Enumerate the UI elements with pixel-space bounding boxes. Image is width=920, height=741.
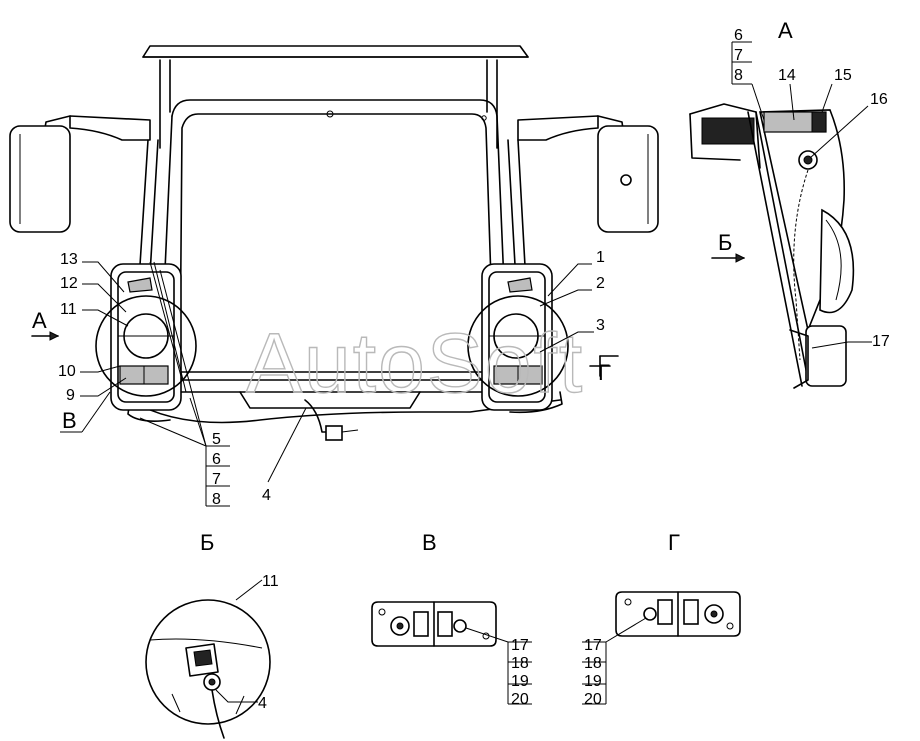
label-v-20: 20 (511, 691, 529, 708)
view-v-detail: В 17 18 19 20 (371, 530, 532, 708)
label-a-6: 6 (734, 27, 743, 44)
main-view-leaders (31, 261, 619, 507)
label-10: 10 (58, 363, 76, 380)
label-13: 13 (60, 251, 78, 268)
left-headlamp-block (95, 261, 197, 411)
view-v-title: В (422, 530, 437, 555)
label-2: 2 (596, 275, 605, 292)
view-a-detail: А Б 6 7 8 14 15 (689, 18, 890, 389)
label-b-4: 4 (258, 695, 267, 712)
view-g-detail: Г 17 18 19 20 (582, 530, 741, 708)
view-a-title: А (778, 18, 793, 43)
label-11: 11 (60, 301, 77, 318)
label-9: 9 (66, 387, 75, 404)
label-7: 7 (212, 471, 221, 488)
view-g-title: Г (668, 530, 680, 555)
label-16: 16 (870, 91, 888, 108)
label-g-18: 18 (584, 655, 602, 672)
label-5: 5 (212, 431, 221, 448)
label-6: 6 (212, 451, 221, 468)
label-1: 1 (596, 249, 605, 266)
label-15: 15 (834, 67, 852, 84)
label-g-19: 19 (584, 673, 602, 690)
label-4: 4 (262, 487, 271, 504)
main-view-labels: 13 12 11 10 9 5 6 7 8 4 1 2 3 А В Г (32, 249, 610, 508)
view-b-arrow-label: Б (718, 230, 732, 255)
view-v-marker: В (62, 408, 77, 433)
label-a-7: 7 (734, 47, 743, 64)
view-a-marker: А (32, 308, 47, 333)
label-g-17: 17 (584, 637, 602, 654)
label-a-8: 8 (734, 67, 743, 84)
label-12: 12 (60, 275, 78, 292)
right-headlamp-block (467, 263, 569, 411)
view-g-marker: Г (598, 360, 610, 385)
label-b-11: 11 (262, 573, 279, 590)
label-g-20: 20 (584, 691, 602, 708)
label-14: 14 (778, 67, 796, 84)
watermark: AutoSoft (246, 316, 584, 410)
label-8: 8 (212, 491, 221, 508)
label-v-19: 19 (511, 673, 529, 690)
label-v-18: 18 (511, 655, 529, 672)
label-3: 3 (596, 317, 605, 334)
label-a-17: 17 (872, 333, 890, 350)
view-b-title: Б (200, 530, 214, 555)
view-b-detail: Б 11 4 (145, 530, 279, 739)
label-v-17: 17 (511, 637, 529, 654)
cab-front-view (9, 45, 659, 441)
